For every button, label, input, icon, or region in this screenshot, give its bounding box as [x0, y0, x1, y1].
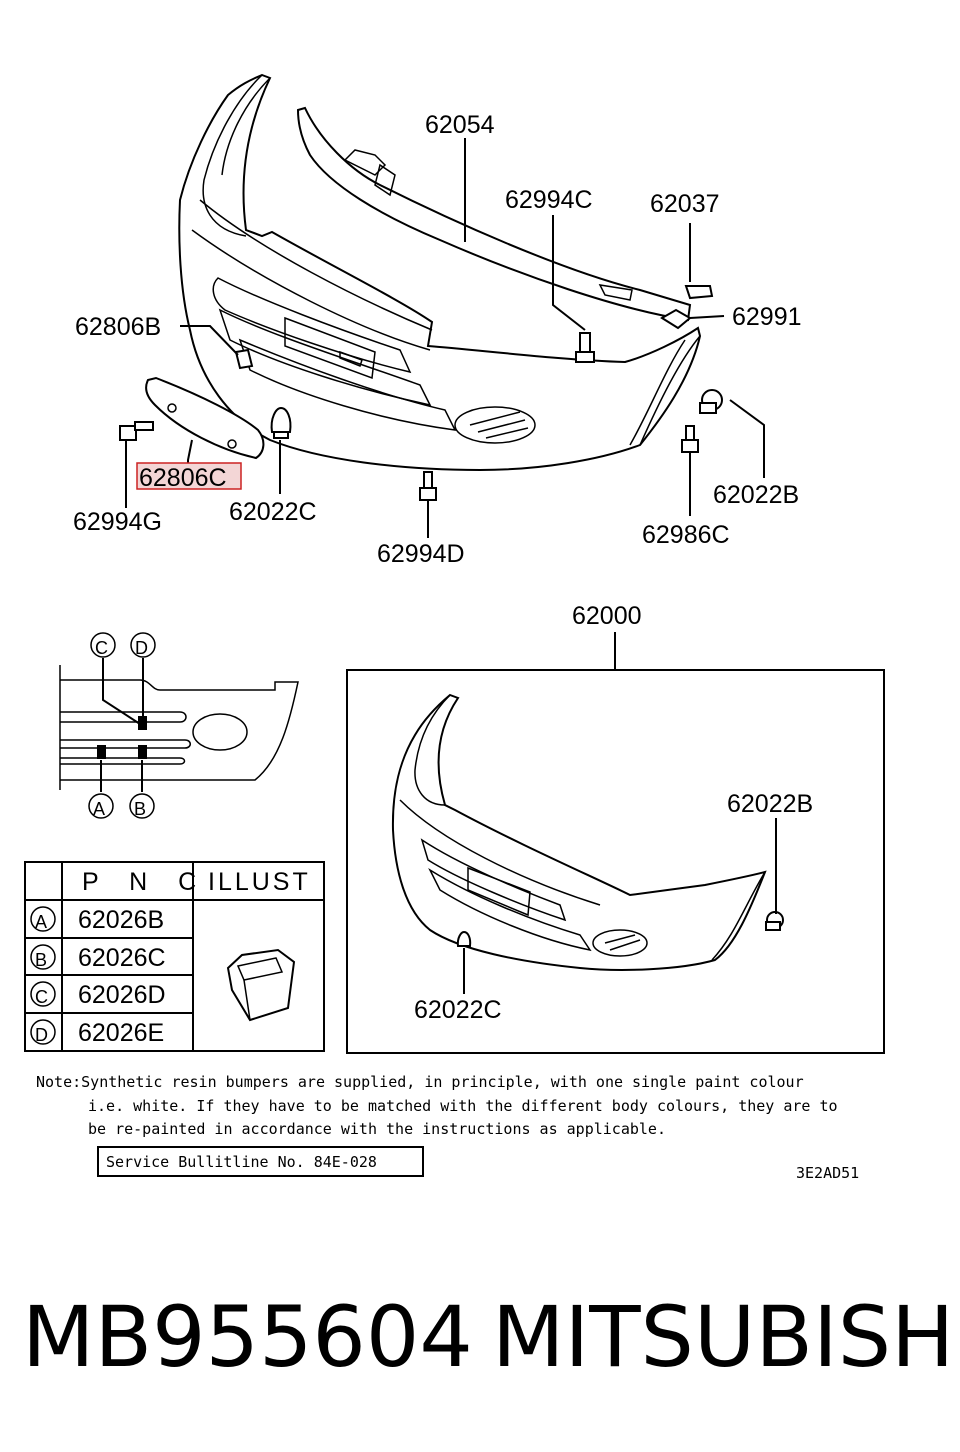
marker-d-icon: [130, 632, 156, 658]
callout-62991: 62991: [732, 303, 802, 331]
marker-c-icon: [90, 632, 116, 658]
marker-a: A: [93, 799, 105, 819]
callout-62994D: 62994D: [377, 540, 465, 568]
row-marker: A: [35, 912, 47, 932]
header-illust: ILLUST: [208, 868, 311, 896]
note-line-2: i.e. white. If they have to be matched w…: [88, 1097, 838, 1115]
front-bumper-exploded-view: 62054 62994C 62037 62991 62806B 62806C 6…: [73, 73, 802, 568]
diagram-code: 3E2AD51: [796, 1164, 859, 1182]
row-pnc: 62026C: [78, 944, 166, 972]
brand-name: MITSUBISHI: [492, 1288, 960, 1386]
callout-62994C: 62994C: [505, 186, 593, 214]
bolt-62986C-icon: [681, 425, 699, 453]
assembly-62000: 62000 62022B 62022C: [346, 602, 885, 1054]
callout-62022C-box: 62022C: [414, 996, 502, 1024]
row-pnc: 62026D: [78, 981, 166, 1009]
clip-location-detail: C D A B: [59, 632, 299, 819]
clip-62022B-box-icon: [765, 911, 784, 931]
marker-a-icon: [88, 793, 114, 819]
marker-d: D: [135, 638, 148, 658]
marker-b: B: [134, 799, 146, 819]
callout-62994G: 62994G: [73, 508, 162, 536]
header-pnc: P N C: [82, 868, 208, 896]
callout-62000: 62000: [572, 602, 642, 630]
callout-62022B-top: 62022B: [713, 481, 799, 509]
footer: MB955604 MITSUBISHI: [22, 1288, 960, 1386]
note-line-3: be re-painted in accordance with the ins…: [88, 1120, 666, 1138]
clip-illustration-icon: [226, 948, 296, 1022]
callout-62806B: 62806B: [75, 313, 161, 341]
pnc-table: P N C ILLUST A 62026B B 62026C C 62026D …: [24, 861, 325, 1052]
row-pnc: 62026B: [78, 906, 164, 934]
marker-b-icon: [129, 793, 155, 819]
part-number: MB955604: [22, 1288, 473, 1386]
note: Note:Synthetic resin bumpers are supplie…: [36, 1073, 859, 1182]
highlight-box: [136, 462, 242, 490]
callout-62037: 62037: [650, 190, 720, 218]
clip-62022B-icon: [699, 389, 723, 414]
callout-62022B-box: 62022B: [727, 790, 813, 818]
service-bulletin: Service Bullitline No. 84E-028: [106, 1153, 377, 1171]
row-marker: C: [35, 987, 48, 1007]
marker-c: C: [95, 638, 108, 658]
row-pnc: 62026E: [78, 1019, 164, 1047]
note-line-1: Note:Synthetic resin bumpers are supplie…: [36, 1073, 804, 1091]
callout-62806C: 62806C: [139, 464, 227, 492]
callout-62054: 62054: [425, 111, 495, 139]
bolt-62994C-icon: [575, 332, 595, 363]
row-marker: D: [35, 1025, 48, 1045]
bolt-62994D-icon: [419, 471, 437, 501]
row-marker: B: [35, 950, 47, 970]
callout-62022C-top: 62022C: [229, 498, 317, 526]
callout-62986C: 62986C: [642, 521, 730, 549]
screw-62994G-icon: [119, 421, 154, 441]
